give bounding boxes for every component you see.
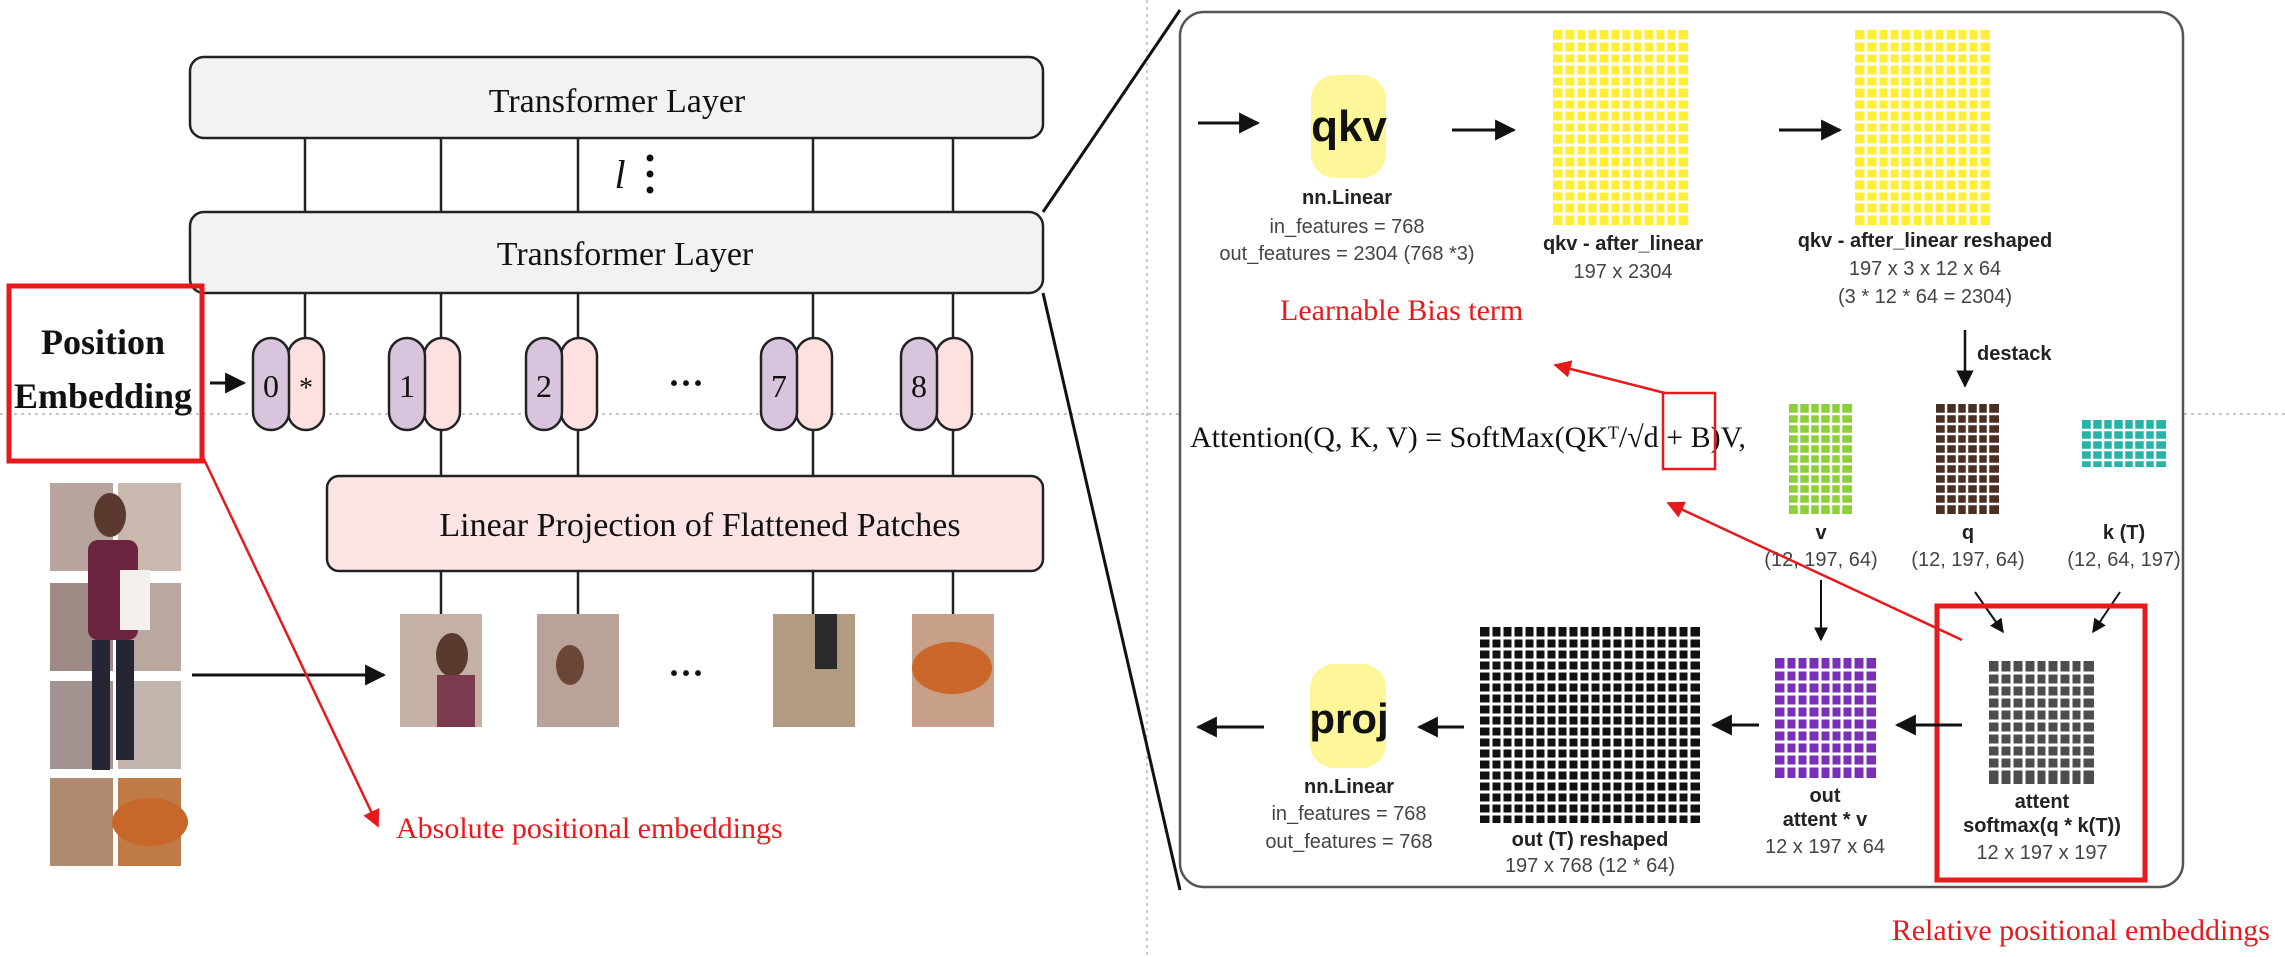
- v-dim: (12, 197, 64): [1764, 549, 1877, 571]
- k-label: k (T): [2103, 522, 2145, 544]
- patch-tiles: ···: [400, 614, 994, 727]
- token-star-label: *: [299, 373, 313, 404]
- relative-embedding-label: Relative positional embeddings: [1892, 914, 2270, 947]
- q-grid-lines: [1936, 404, 1999, 514]
- out-grid-lines: [1775, 658, 1876, 778]
- q-dim: (12, 197, 64): [1911, 549, 2024, 571]
- token-1-pill: [387, 336, 427, 432]
- proj-block: [1310, 664, 1386, 768]
- token-ellipsis: ···: [668, 363, 704, 403]
- proj-linear-title: nn.Linear: [1304, 776, 1394, 798]
- reshaped-dim1: 197 x 3 x 12 x 64: [1849, 258, 2001, 280]
- linear-projection-label: Linear Projection of Flattened Patches: [439, 507, 960, 544]
- transformer-layer-bottom: [188, 210, 1045, 295]
- proj-in-features: in_features = 768: [1271, 803, 1426, 825]
- vdots-3: [646, 186, 654, 194]
- out-sub: attent * v: [1783, 809, 1868, 831]
- token-0-label: 0: [263, 368, 279, 404]
- k-grid-lines: [2082, 420, 2166, 467]
- reshaped-label: qkv - after_linear reshaped: [1798, 230, 2053, 252]
- attent-sub: softmax(q * k(T)): [1963, 815, 2121, 837]
- position-embedding-label-line1: Position: [41, 322, 165, 362]
- token-8-pill: [899, 336, 939, 432]
- after-linear-dim: 197 x 2304: [1574, 261, 1673, 283]
- qkv-reshaped-grid-lines: [1855, 30, 1990, 225]
- zoom-line-top: [1041, 9, 1182, 213]
- token-8-label: 8: [911, 368, 927, 404]
- token-2-pos-pill: [559, 336, 599, 432]
- layer-connectors: [303, 138, 955, 614]
- attention-formula: Attention(Q, K, V) = SoftMax(QKᵀ/√d + B)…: [1190, 421, 1746, 454]
- vdots-2: [646, 170, 654, 178]
- bias-arrow: [1553, 360, 1666, 395]
- left-panel: Transformer Layer l Transformer Layer Po…: [6, 55, 1045, 866]
- token-7-pos-pill: [794, 336, 834, 432]
- token-8-pos-pill: [934, 336, 974, 432]
- linear-projection-box: [325, 474, 1045, 573]
- proj-out-features: out_features = 768: [1265, 831, 1432, 853]
- token-7-pill: [759, 336, 799, 432]
- outT-label: out (T) reshaped: [1512, 829, 1669, 851]
- qkv-out-features: out_features = 2304 (768 *3): [1219, 243, 1474, 265]
- person-image-grid: [50, 483, 188, 866]
- patch-7: [773, 614, 855, 727]
- v-grid-lines: [1789, 404, 1852, 514]
- token-0-pill: [251, 336, 291, 432]
- attent-label: attent: [2015, 791, 2070, 813]
- right-panel: qkv nn.Linear in_features = 768 out_feat…: [1178, 10, 2185, 889]
- relative-embedding-box: [1934, 603, 2148, 883]
- v-label: v: [1815, 522, 1827, 544]
- patch-ellipsis: ···: [668, 653, 704, 693]
- relative-embedding-arrow: [1666, 501, 1963, 642]
- qkv-in-features: in_features = 768: [1269, 216, 1424, 238]
- proj-block-label: proj: [1309, 695, 1388, 742]
- attent-dim: 12 x 197 x 197: [1976, 842, 2107, 864]
- position-embedding-label-line2: Embedding: [14, 376, 192, 416]
- token-2-pill: [524, 336, 564, 432]
- token-group: 0 * 1 2 ··· 7 8: [251, 336, 974, 432]
- attent-grid-lines: [1989, 661, 2094, 784]
- transformer-layer-top: [188, 55, 1045, 140]
- zoom-line-bottom: [1041, 292, 1182, 891]
- token-1-pos-pill: [422, 336, 462, 432]
- vdots-1: [646, 154, 654, 162]
- token-2-label: 2: [536, 368, 552, 404]
- layer-index-label: l: [614, 152, 625, 197]
- k-to-attent-arrow: [2092, 591, 2121, 634]
- transformer-layer-top-label: Transformer Layer: [489, 83, 746, 120]
- absolute-embedding-arrow: [200, 454, 380, 828]
- outT-dim: 197 x 768 (12 * 64): [1505, 855, 1675, 877]
- transformer-layer-bottom-label: Transformer Layer: [497, 236, 754, 273]
- k-dim: (12, 64, 197): [2067, 549, 2180, 571]
- qkv-block: [1311, 75, 1386, 178]
- reshaped-dim2: (3 * 12 * 64 = 2304): [1838, 286, 2012, 308]
- qkv-linear-title: nn.Linear: [1302, 187, 1392, 209]
- after-linear-label: qkv - after_linear: [1543, 233, 1703, 255]
- qkv-after-linear-grid-lines: [1553, 30, 1688, 225]
- out-dim: 12 x 197 x 64: [1765, 836, 1885, 858]
- learnable-bias-label: Learnable Bias term: [1280, 294, 1523, 327]
- absolute-embedding-label: Absolute positional embeddings: [396, 812, 783, 845]
- outT-grid-lines: [1480, 627, 1700, 823]
- q-label: q: [1962, 522, 1974, 544]
- token-1-label: 1: [399, 368, 415, 404]
- qkv-block-label: qkv: [1311, 102, 1387, 151]
- attention-detail-frame: [1178, 10, 2185, 889]
- out-label: out: [1809, 785, 1840, 807]
- destack-label: destack: [1977, 343, 2052, 365]
- token-7-label: 7: [771, 368, 787, 404]
- bias-highlight-box: [1661, 391, 1717, 471]
- q-to-attent-arrow: [1974, 591, 2004, 634]
- position-embedding-box: [6, 283, 205, 464]
